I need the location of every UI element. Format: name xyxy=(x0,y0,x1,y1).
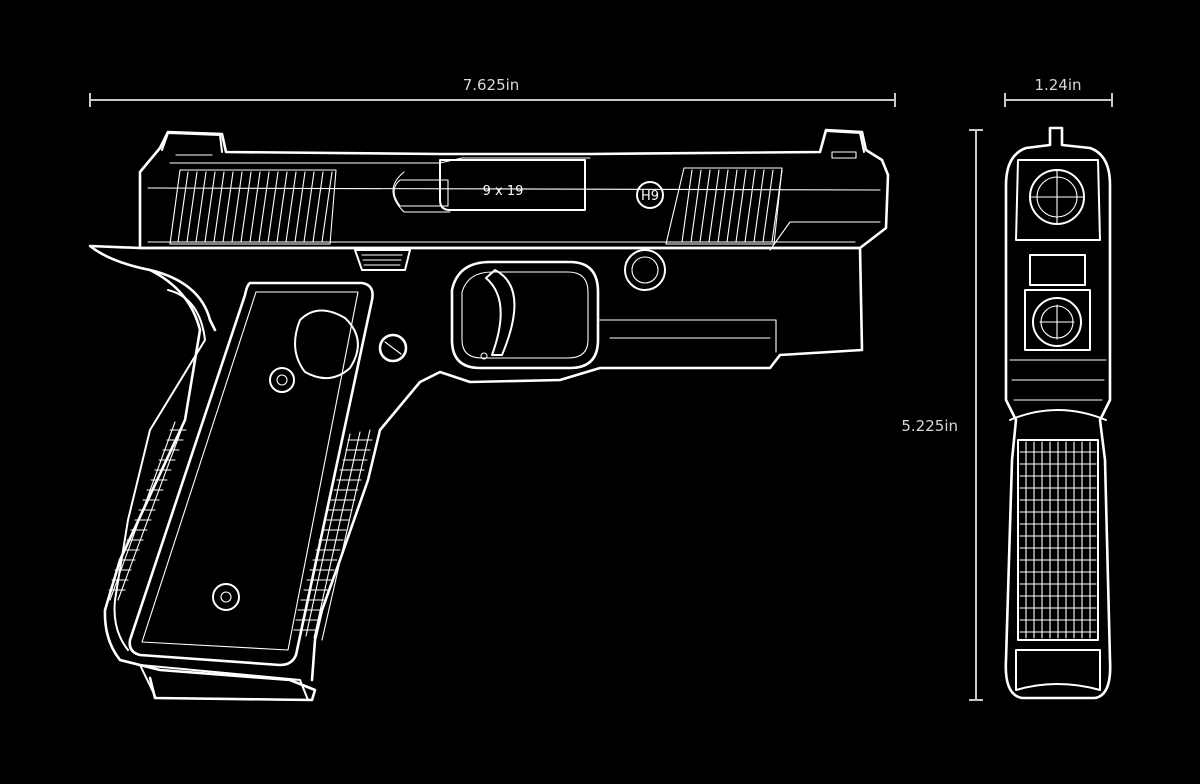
rear-checkering xyxy=(1017,439,1099,641)
width-dimension: 1.24in xyxy=(1004,76,1113,107)
caliber-marking: 9 x 19 xyxy=(483,184,524,199)
magazine-base xyxy=(139,664,309,701)
length-dimension: 7.625in xyxy=(89,76,896,107)
rear-outline xyxy=(1004,126,1112,700)
safety-lever xyxy=(378,333,408,363)
rear-sight xyxy=(161,132,223,153)
trigger-guard xyxy=(450,260,600,370)
front-serrations xyxy=(665,167,783,245)
front-sight xyxy=(819,130,865,153)
frame-outline xyxy=(138,246,864,432)
rear-view xyxy=(1004,126,1112,700)
frontstrap-checkering xyxy=(293,429,373,641)
hammer-circle xyxy=(1032,297,1082,347)
grip-screw-top xyxy=(269,367,295,393)
brand-logo: H9 xyxy=(636,181,664,209)
ejection-port xyxy=(439,159,586,211)
rear-serrations xyxy=(169,169,337,245)
grip-frame xyxy=(103,268,382,702)
grip-screw-bottom xyxy=(212,583,240,611)
backstrap-checkering xyxy=(108,419,187,601)
height-label: 5.225in xyxy=(901,417,958,435)
hammer xyxy=(354,249,411,271)
width-label: 1.24in xyxy=(1034,76,1081,94)
takedown-pin xyxy=(624,249,666,291)
logo-text: H9 xyxy=(641,189,659,204)
height-dimension: 5.225in xyxy=(901,129,983,701)
grip-panel xyxy=(128,281,374,667)
side-view: 9 x 19 H9 xyxy=(88,128,890,702)
length-label: 7.625in xyxy=(463,76,520,94)
trigger xyxy=(485,269,516,356)
